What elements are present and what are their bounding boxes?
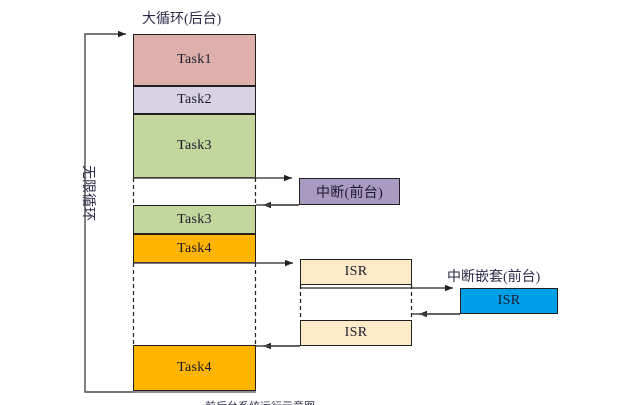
interrupt-block: 中断(前台)	[299, 178, 400, 205]
label-infinite-loop: 无限循环	[80, 165, 95, 221]
label-interrupt-foreground: 中断嵌套(前台)	[447, 270, 541, 285]
task-block-task4-resumed: Task4	[133, 345, 256, 391]
task-block-task4: Task4	[133, 234, 256, 263]
dashed-guides-isr	[299, 285, 413, 320]
isr-block-lower: ISR	[300, 320, 412, 346]
title-background-loop: 大循环(后台)	[142, 12, 222, 27]
task-block-task1: Task1	[133, 34, 256, 86]
task-block-task3-resumed: Task3	[133, 205, 256, 234]
nested-isr-block: ISR	[460, 288, 558, 314]
task-block-task2: Task2	[133, 86, 256, 114]
isr-block-upper: ISR	[300, 259, 412, 285]
figure-caption: 前后台系统运行示意图	[205, 398, 315, 405]
task-block-task3: Task3	[133, 114, 256, 178]
